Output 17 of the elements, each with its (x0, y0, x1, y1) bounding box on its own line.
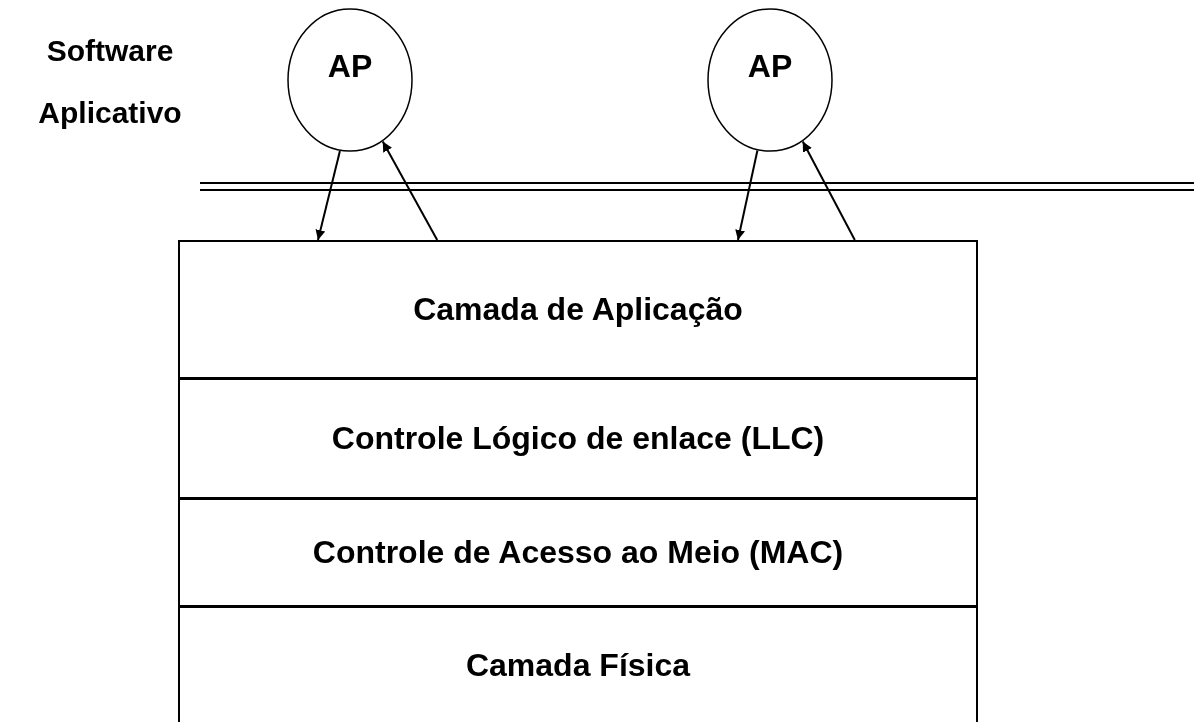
arrow (315, 150, 341, 241)
node-label: AP (327, 48, 373, 85)
node-label: AP (747, 48, 793, 85)
process-circle (287, 8, 413, 152)
node-label: Camada de Aplicação (413, 291, 743, 328)
arrow (381, 140, 439, 241)
layer-box (178, 605, 978, 722)
layer-box (178, 240, 978, 377)
side-label: Software Aplicativo (37, 33, 183, 131)
layer-box (178, 497, 978, 605)
layer-box (178, 377, 978, 497)
arrow (801, 140, 856, 241)
process-circle (707, 8, 833, 152)
node-label: Camada Física (465, 646, 691, 684)
arrow (735, 149, 759, 241)
node-label: Controle de Acesso ao Meio (MAC) (312, 534, 844, 571)
node-label: Controle Lógico de enlace (LLC) (331, 420, 825, 457)
